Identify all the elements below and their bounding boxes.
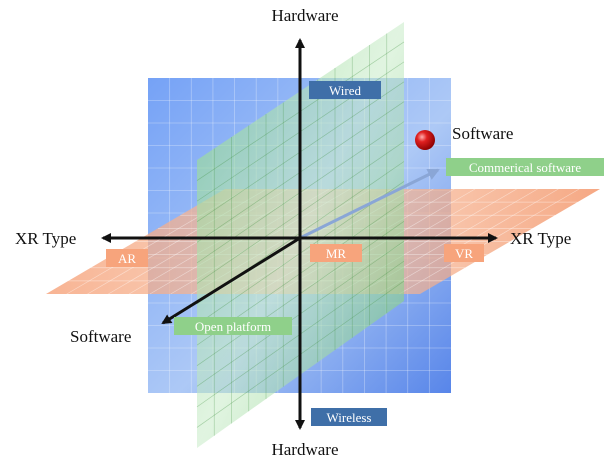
wired-tag: Wired — [309, 81, 381, 99]
software-back-label: Software — [452, 124, 513, 143]
mr-tag-label: MR — [326, 246, 347, 261]
xr-type-right-label: XR Type — [510, 229, 571, 248]
hardware-top-label: Hardware — [271, 6, 338, 25]
ar-tag-label: AR — [118, 251, 136, 266]
software-axis-back-arrow — [299, 168, 440, 240]
grid-line — [378, 188, 559, 295]
hardware-bottom-label: Hardware — [271, 440, 338, 459]
software-front-label: Software — [70, 327, 131, 346]
xr-type-left-label: XR Type — [15, 229, 76, 248]
wireless-tag: Wireless — [311, 408, 387, 426]
vr-tag: VR — [444, 244, 484, 262]
vr-tag-label: VR — [455, 246, 473, 261]
commercial-software-tag: Commerical software — [446, 158, 604, 176]
open-platform-tag-label: Open platform — [195, 319, 271, 334]
mr-tag: MR — [310, 244, 362, 262]
position-marker — [415, 130, 435, 150]
wireless-tag-label: Wireless — [327, 410, 372, 425]
ar-tag: AR — [106, 249, 148, 267]
software-axis-front-arrow — [161, 236, 301, 325]
commercial-software-tag-label: Commerical software — [469, 160, 581, 175]
wired-tag-label: Wired — [329, 83, 361, 98]
open-platform-tag: Open platform — [174, 317, 292, 335]
